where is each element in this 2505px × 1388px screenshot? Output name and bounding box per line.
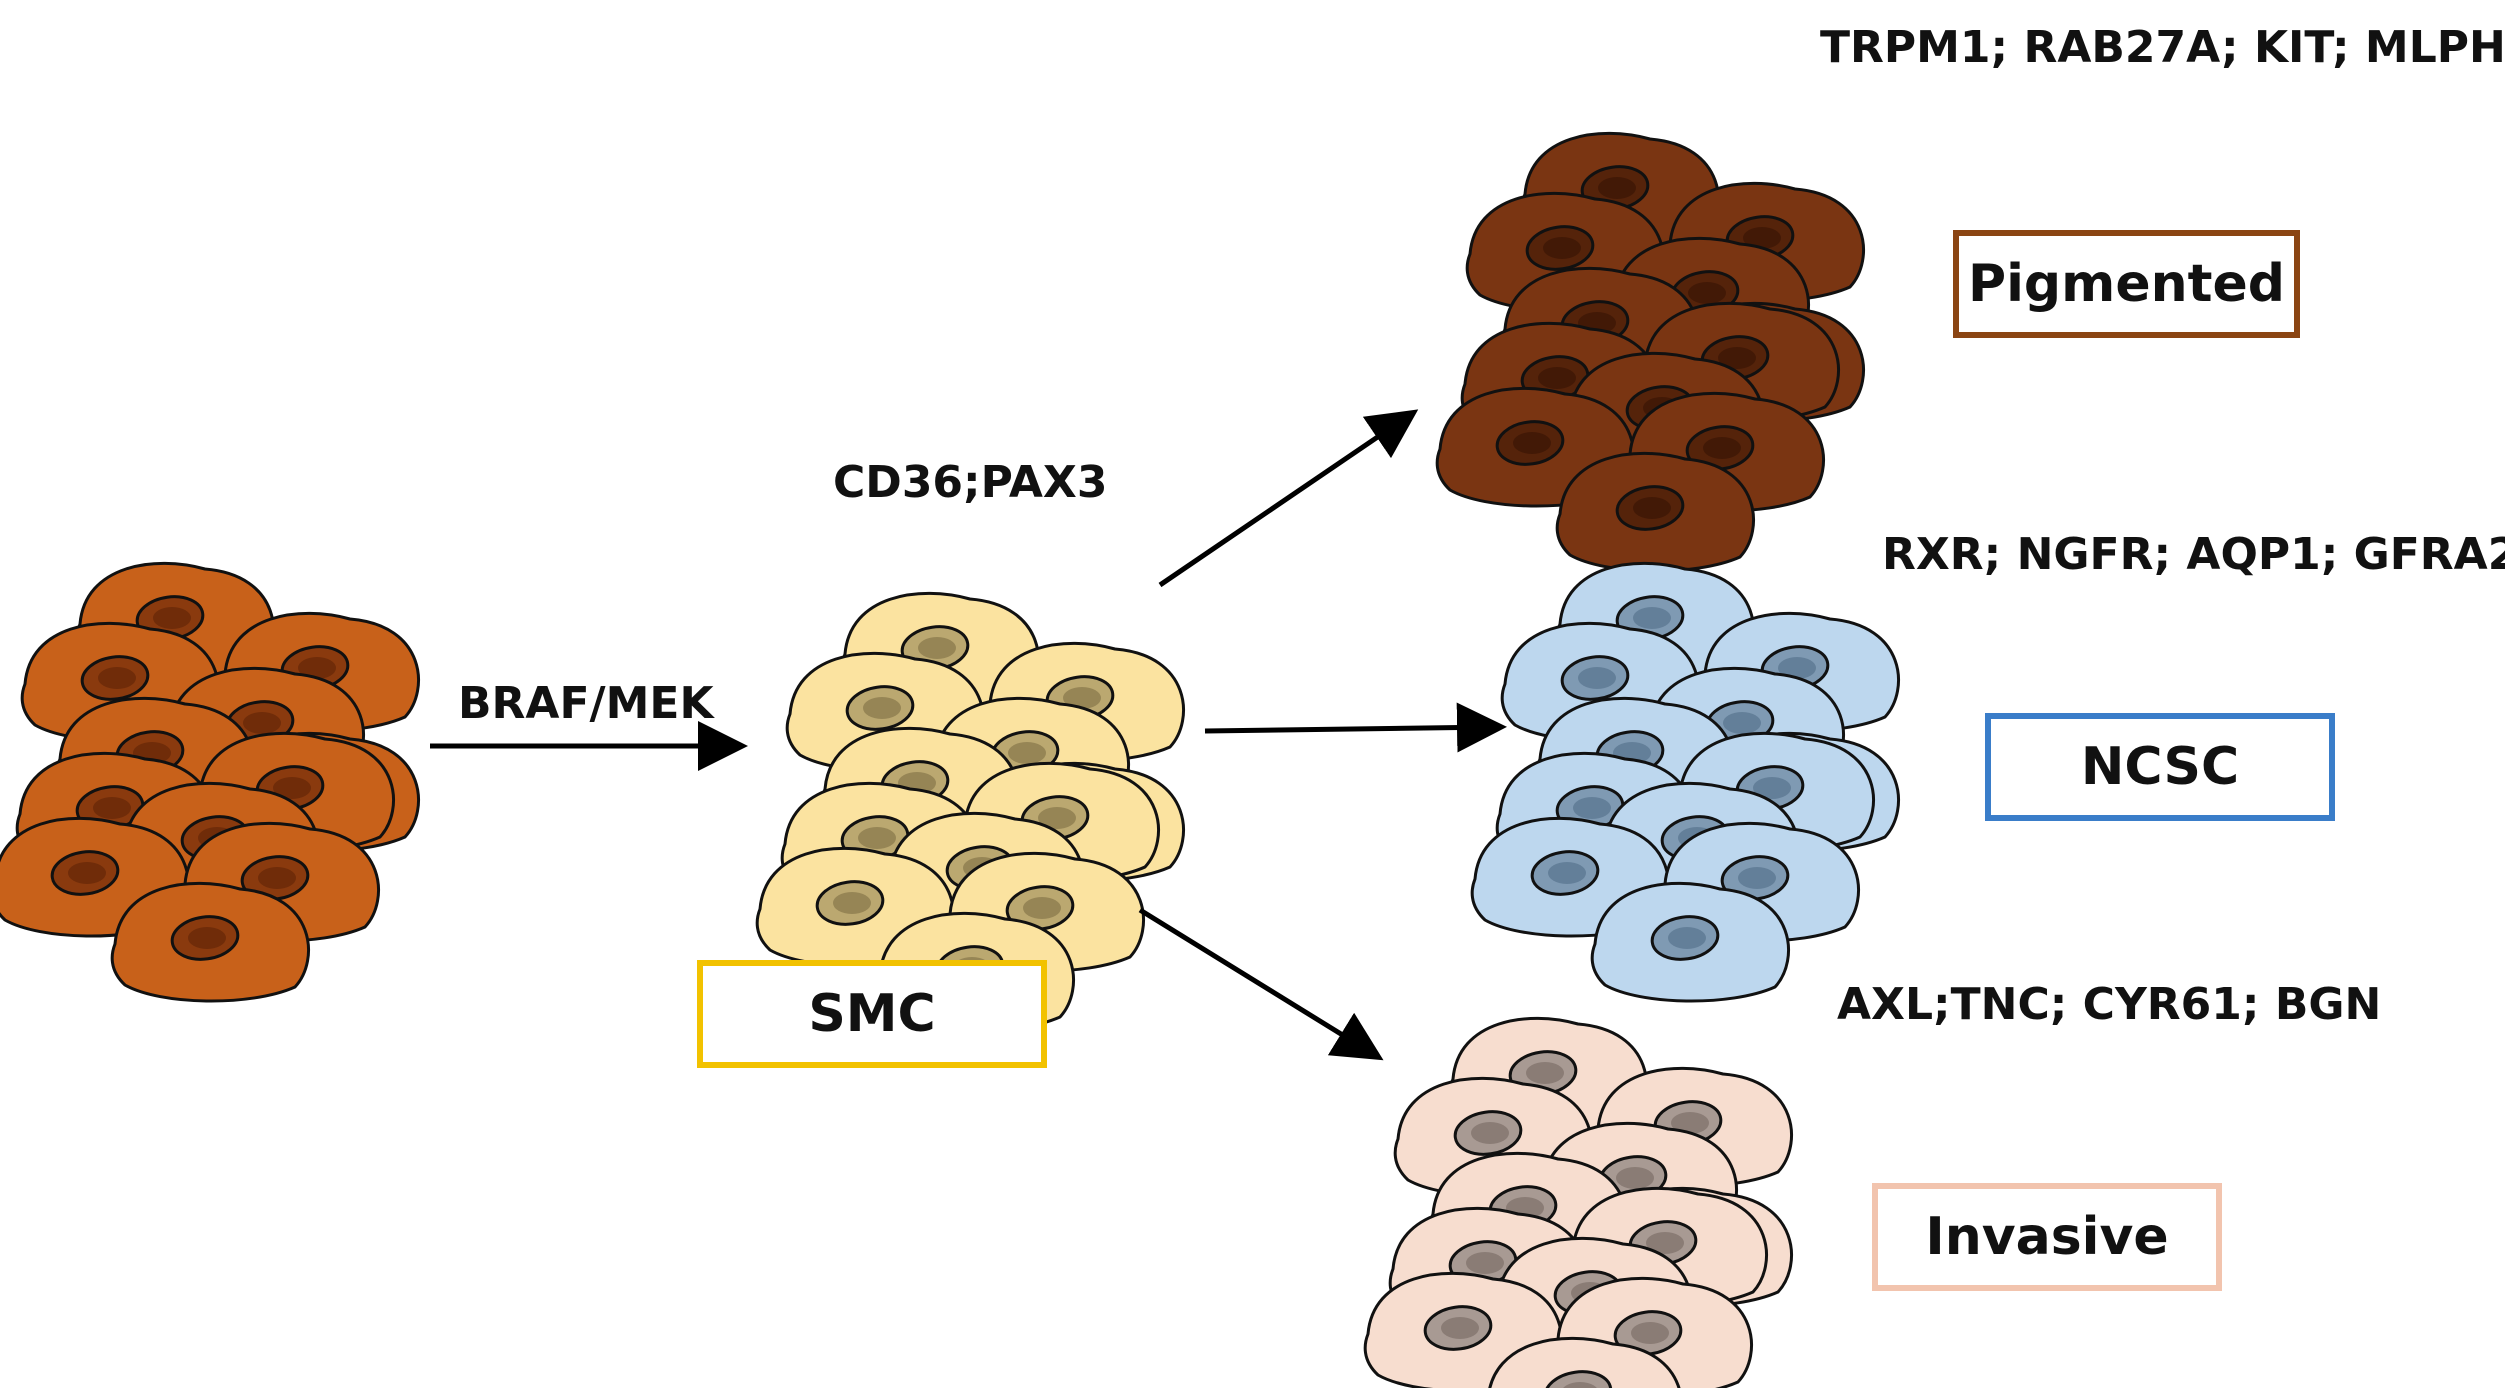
invasive-markers: AXL;TNC; CYR61; BGN (1837, 979, 2382, 1030)
cell-nucleolus (1573, 797, 1611, 819)
cell-nucleolus (1023, 897, 1061, 919)
smc-cell-cluster (755, 591, 1185, 1033)
cell (110, 881, 310, 1003)
cell-nucleolus (68, 862, 106, 884)
smc-box: SMC (697, 960, 1047, 1068)
arrow-to-pigmented (1158, 409, 1419, 588)
ncsc-cell-cluster (1470, 561, 1900, 1003)
cell-nucleolus (1646, 1232, 1684, 1254)
cell-nucleolus (1543, 237, 1581, 259)
cell-nucleolus (1668, 927, 1706, 949)
cell-nucleus (1543, 1370, 1613, 1388)
cell (1590, 881, 1790, 1003)
cell-nucleolus (1598, 177, 1636, 199)
cell-nucleolus (1538, 367, 1576, 389)
cell-nucleolus (1778, 657, 1816, 679)
cell-nucleolus (188, 927, 226, 949)
cell-nucleolus (1563, 1382, 1597, 1388)
cell-nucleolus (1548, 862, 1586, 884)
cell-nucleolus (858, 827, 896, 849)
cell-nucleolus (1743, 227, 1781, 249)
cell-nucleolus (918, 637, 956, 659)
cell-nucleolus (93, 797, 131, 819)
cell-nucleolus (1441, 1317, 1479, 1339)
arrow-to-invasive (1138, 907, 1384, 1061)
cell-nucleolus (863, 697, 901, 719)
invasive-cell-cluster (1363, 1016, 1793, 1388)
cell-nucleolus (1631, 1322, 1669, 1344)
ncsc-box: NCSC (1985, 713, 2335, 821)
cell-nucleolus (98, 667, 136, 689)
origin-cell-cluster (0, 561, 420, 1003)
cell-nucleolus (1466, 1252, 1504, 1274)
cell-nucleolus (1063, 687, 1101, 709)
cell-nucleolus (1633, 607, 1671, 629)
cell-nucleolus (1738, 867, 1776, 889)
cell-nucleolus (1616, 1167, 1654, 1189)
cell-nucleolus (243, 712, 281, 734)
cell-nucleolus (833, 892, 871, 914)
pigmented-cell-cluster (1435, 131, 1865, 573)
cell-nucleolus (1723, 712, 1761, 734)
cell (1555, 451, 1755, 573)
cell-nucleolus (1753, 777, 1791, 799)
cell (1488, 1336, 1681, 1388)
cell-body (1488, 1336, 1681, 1388)
cell-nucleolus (1526, 1062, 1564, 1084)
invasive-box: Invasive (1872, 1183, 2222, 1291)
cell-nucleolus (1633, 497, 1671, 519)
cell-nucleolus (1513, 432, 1551, 454)
cell-nucleolus (1008, 742, 1046, 764)
cell-nucleolus (153, 607, 191, 629)
cell-nucleolus (273, 777, 311, 799)
cell-nucleolus (1578, 667, 1616, 689)
cell-nucleolus (1038, 807, 1076, 829)
cell-nucleolus (1688, 282, 1726, 304)
pigmented-box: Pigmented (1953, 230, 2300, 338)
pigmented-markers: TRPM1; RAB27A; KIT; MLPH (1820, 22, 2505, 73)
cell-nucleolus (1671, 1112, 1709, 1134)
smc-markers: CD36;PAX3 (833, 457, 1108, 508)
ncsc-markers: RXR; NGFR; AQP1; GFRA2 (1882, 529, 2505, 580)
arrow-to-ncsc (1204, 702, 1507, 753)
cell-nucleolus (1471, 1122, 1509, 1144)
braf-mek-label: BRAF/MEK (458, 678, 714, 729)
cell-nucleolus (258, 867, 296, 889)
cell-nucleolus (298, 657, 336, 679)
cell-nucleolus (1703, 437, 1741, 459)
cell-nucleolus (1718, 347, 1756, 369)
